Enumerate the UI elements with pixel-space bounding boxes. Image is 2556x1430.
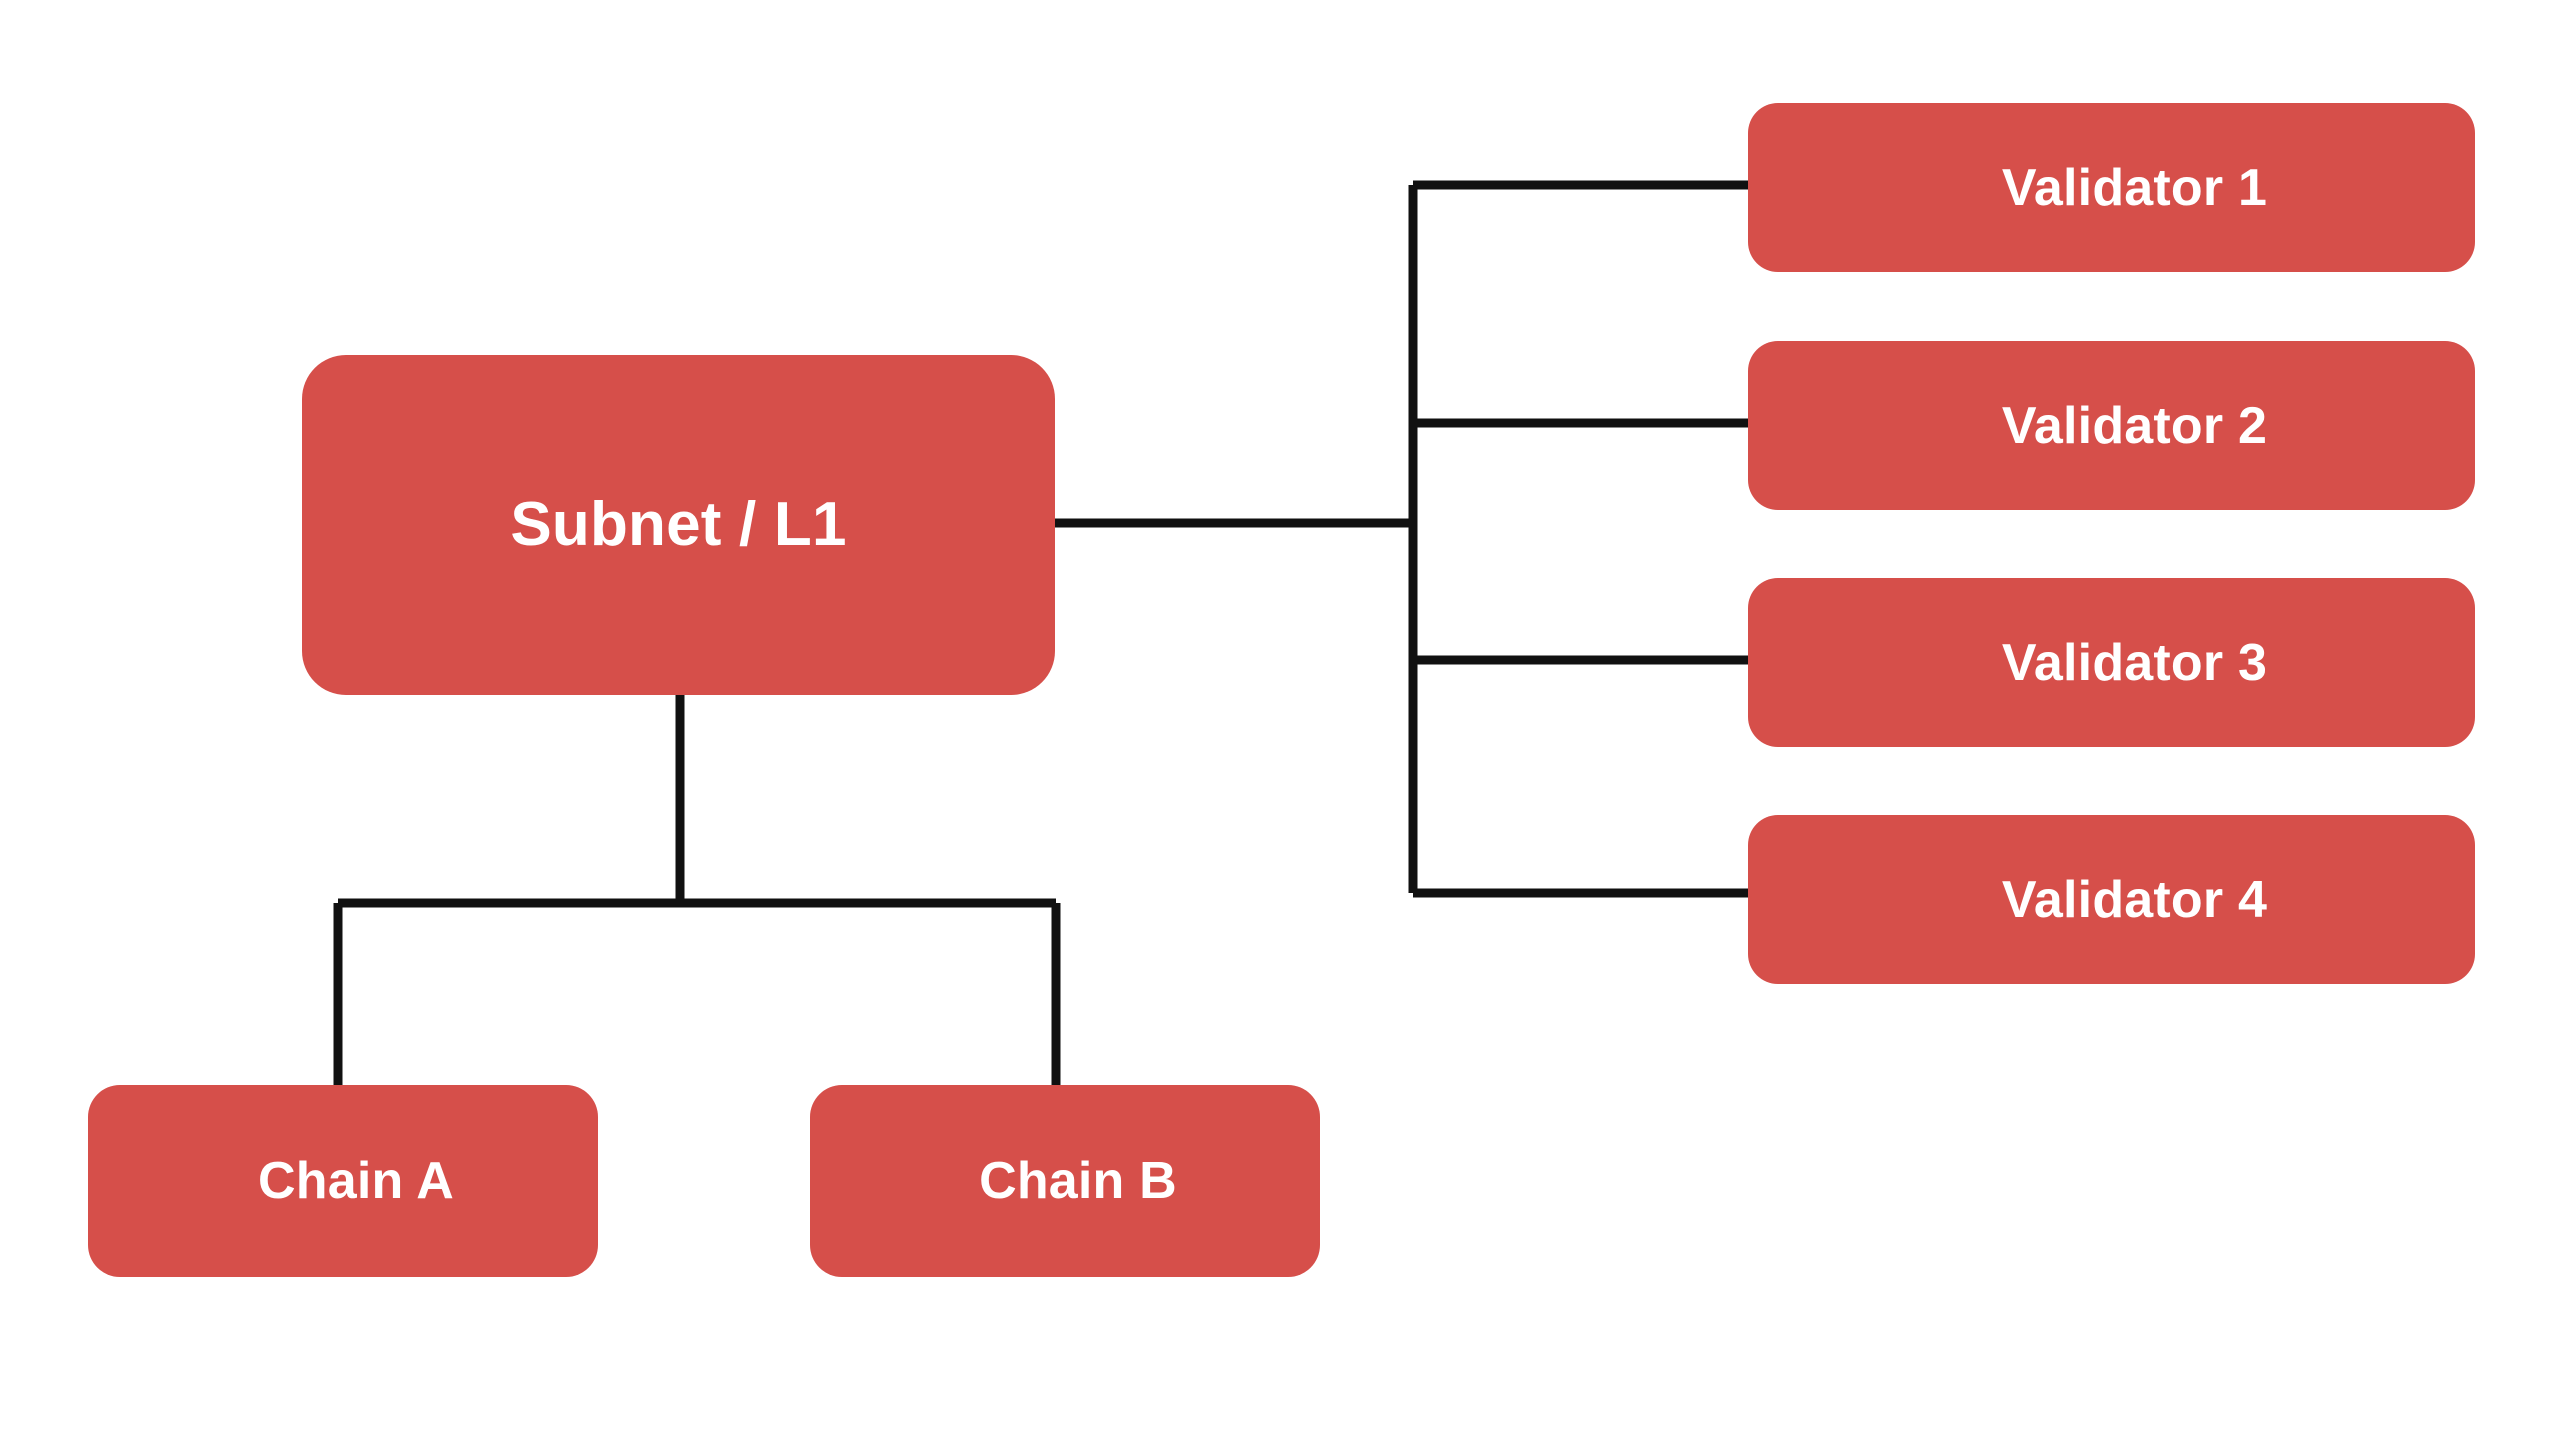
- node-subnet-l1[interactable]: Subnet / L1: [302, 355, 1055, 695]
- node-validator-4[interactable]: Validator 4: [1748, 815, 2475, 984]
- node-subnet-l1-label: Subnet / L1: [510, 490, 847, 559]
- node-chain-a[interactable]: Chain A: [88, 1085, 598, 1277]
- node-validator-3[interactable]: Validator 3: [1748, 578, 2475, 747]
- node-validator-2-label: Validator 2: [2001, 396, 2268, 455]
- node-validator-1[interactable]: Validator 1: [1748, 103, 2475, 272]
- node-validator-2[interactable]: Validator 2: [1748, 341, 2475, 510]
- node-validator-4-label: Validator 4: [2001, 870, 2268, 929]
- node-chain-b-label: Chain B: [979, 1152, 1177, 1210]
- node-chain-a-label: Chain A: [258, 1152, 454, 1210]
- node-validator-1-label: Validator 1: [2001, 158, 2268, 217]
- node-chain-b[interactable]: Chain B: [810, 1085, 1320, 1277]
- node-validator-3-label: Validator 3: [2001, 633, 2268, 692]
